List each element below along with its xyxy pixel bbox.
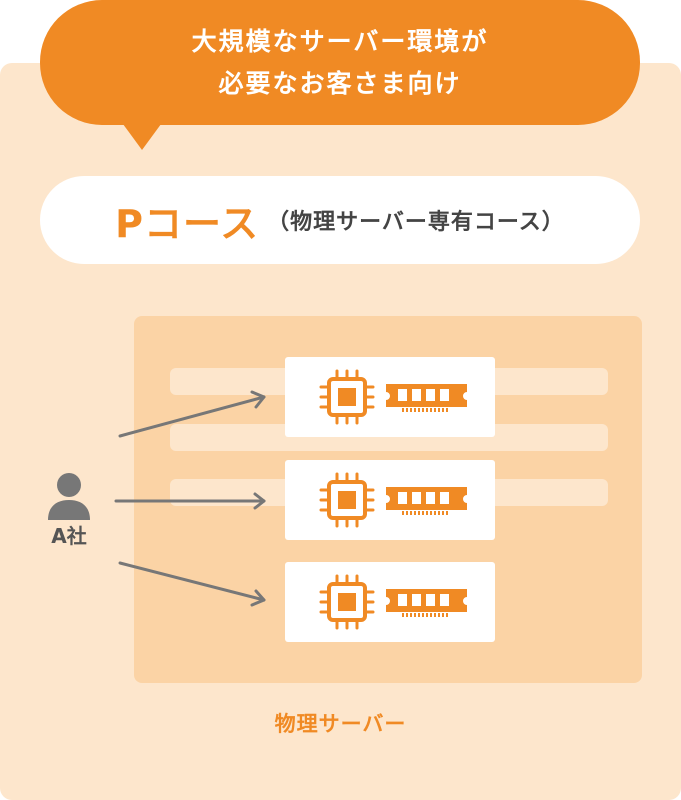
bubble-line-1: 大規模なサーバー環境が (191, 26, 489, 56)
arrow-to-server-1 (118, 395, 266, 438)
course-subtitle: （物理サーバー専有コース） (267, 210, 565, 235)
server-card (285, 562, 495, 642)
memory-icon (386, 384, 467, 412)
speech-bubble: 大規模なサーバー環境が 必要なお客さま向け (40, 0, 640, 125)
bubble-line-2: 必要なお客さま向け (218, 68, 462, 98)
memory-icon (386, 487, 467, 515)
course-title-pill: Pコース （物理サーバー専有コース） (40, 176, 640, 264)
speech-bubble-tail (120, 120, 164, 150)
user-icon (48, 473, 90, 520)
company-a-label: A社 (51, 524, 87, 548)
arrow-to-server-3 (118, 561, 266, 602)
cpu-icon (319, 472, 375, 528)
server-card (285, 460, 495, 540)
arrowhead-1 (250, 390, 266, 409)
physical-server-label: 物理サーバー (274, 712, 407, 736)
cpu-icon (319, 369, 375, 425)
cpu-icon (319, 574, 375, 630)
server-card (285, 357, 495, 437)
memory-icon (386, 589, 467, 617)
arrowhead-2 (253, 492, 266, 510)
course-name: Pコース (115, 201, 260, 246)
arrowhead-3 (250, 589, 266, 607)
